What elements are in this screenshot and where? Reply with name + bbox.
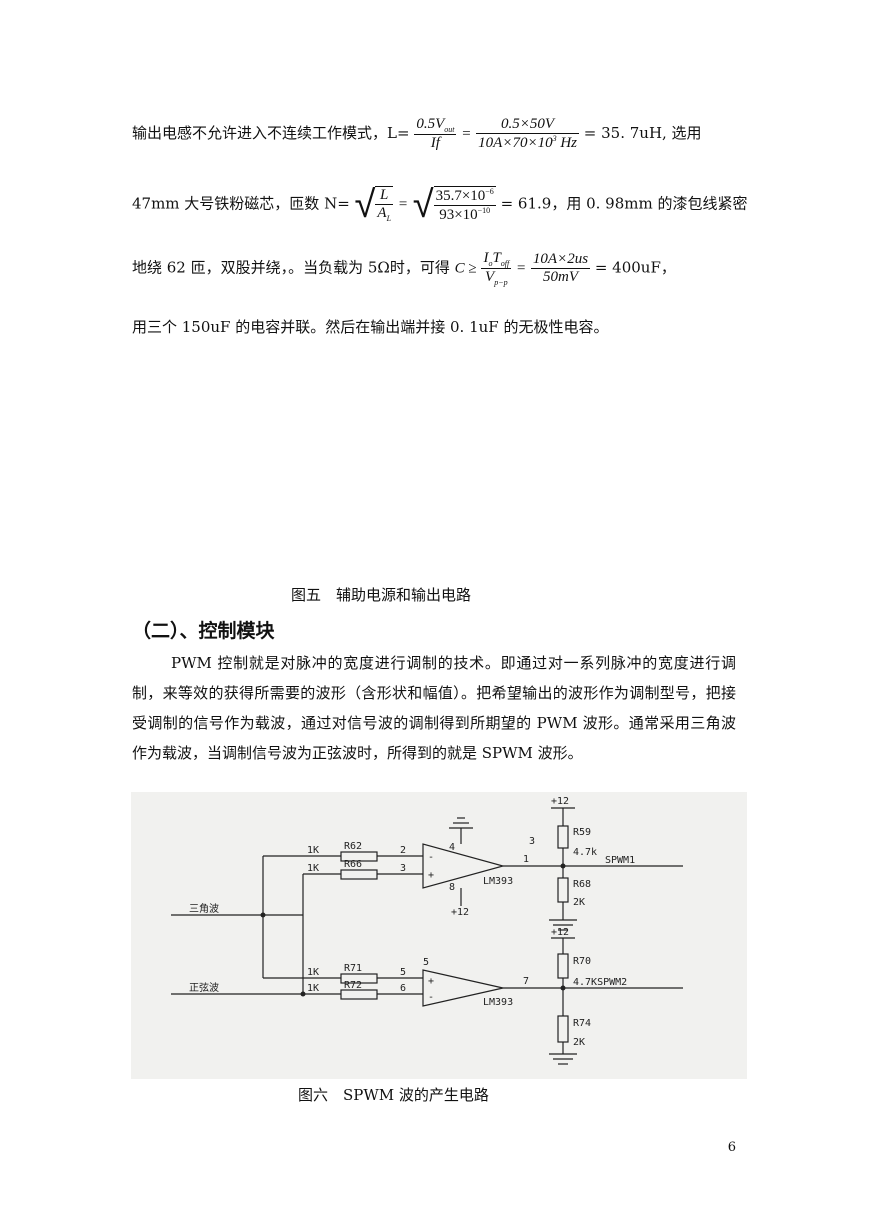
label-r59: R59 xyxy=(573,827,591,838)
line1-text: 输出电感不允许进入不连续工作模式，L= xyxy=(132,124,410,142)
fraction-l-2: 0.5×50V 10A×70×103 Hz xyxy=(476,116,579,151)
spwm-circuit-figure: 三角波 正弦波 1K 1K 1K 1K R62 R66 R71 R72 2 3 … xyxy=(131,792,747,1079)
fraction-c-1: IoToff Vp−p xyxy=(481,250,512,287)
equation-line-3: 地绕 62 匝，双股并绕，。当负载为 5Ω时，可得 C ≥ IoToff Vp−… xyxy=(132,250,676,287)
fraction-l-1: 0.5Vout If xyxy=(414,116,457,151)
line2-result: = 61.9，用 0. 98mm 的漆包线紧密 xyxy=(500,194,748,213)
pin-2: 2 xyxy=(400,845,406,856)
label-lm393-2: LM393 xyxy=(483,997,513,1008)
pin-8: 8 xyxy=(449,882,455,893)
label-1k-a: 1K xyxy=(307,845,319,856)
line1-result: = 35. 7uH, 选用 xyxy=(583,124,702,142)
label-r66: R66 xyxy=(344,859,362,870)
fraction-n-1: L AL xyxy=(375,186,394,223)
figure5-caption: 图五 辅助电源和输出电路 xyxy=(291,586,472,604)
pin-3b: 3 xyxy=(529,836,535,847)
label-r59-value: 4.7k xyxy=(573,847,597,858)
vcc-mid: +12 xyxy=(551,927,569,938)
label-triangle-wave: 三角波 xyxy=(189,902,219,915)
figure6-caption: 图六 SPWM 波的产生电路 xyxy=(298,1086,489,1104)
label-r68: R68 xyxy=(573,879,591,890)
comp1-plus: + xyxy=(428,870,434,881)
pin-7: 7 xyxy=(523,976,529,987)
label-1k-d: 1K xyxy=(307,983,319,994)
line3-result: = 400uF， xyxy=(594,258,676,277)
label-1k-c: 1K xyxy=(307,967,319,978)
body-paragraph: PWM 控制就是对脉冲的宽度进行调制的技术。即通过对一系列脉冲的宽度进行调制，来… xyxy=(132,654,736,762)
pin-4: 4 xyxy=(449,842,455,853)
label-r72: R72 xyxy=(344,980,362,991)
pin-5: 5 xyxy=(400,967,406,978)
pin-3: 3 xyxy=(400,863,406,874)
label-sine-wave: 正弦波 xyxy=(189,981,219,994)
pin-6: 6 xyxy=(400,983,406,994)
equation-line-1: 输出电感不允许进入不连续工作模式，L= 0.5Vout If = 0.5×50V… xyxy=(132,116,702,151)
label-1k-b: 1K xyxy=(307,863,319,874)
label-r71: R71 xyxy=(344,963,362,974)
label-spwm1: SPWM1 xyxy=(605,855,635,866)
label-r68-value: 2K xyxy=(573,897,585,908)
page-number: 6 xyxy=(727,1140,736,1155)
comp2-plus: + xyxy=(428,976,434,987)
label-r70-value-spwm2: 4.7KSPWM2 xyxy=(573,977,627,988)
comp2-minus: - xyxy=(428,992,434,1003)
equation-line-2: 47mm 大号铁粉磁芯，匝数 N= √ L AL = √ 35.7×10−6 9… xyxy=(132,182,748,226)
label-lm393-1: LM393 xyxy=(483,876,513,887)
fraction-n-2: 35.7×10−6 93×10−10 xyxy=(433,185,496,223)
vcc-top: +12 xyxy=(551,796,569,807)
text-line-4: 用三个 150uF 的电容并联。然后在输出端并接 0. 1uF 的无极性电容。 xyxy=(132,318,609,336)
label-r62: R62 xyxy=(344,841,362,852)
label-r70: R70 xyxy=(573,956,591,967)
section-heading: （二）、控制模块 xyxy=(132,620,275,642)
pin-1: 1 xyxy=(523,854,529,865)
line2-text: 47mm 大号铁粉磁芯，匝数 N= xyxy=(132,194,350,213)
label-r74: R74 xyxy=(573,1018,591,1029)
line3-text: 地绕 62 匝，双股并绕，。当负载为 5Ω时，可得 xyxy=(132,258,450,277)
label-r74-value: 2K xyxy=(573,1037,585,1048)
circuit-diagram: 三角波 正弦波 1K 1K 1K 1K R62 R66 R71 R72 2 3 … xyxy=(171,796,683,1065)
fraction-c-2: 10A×2us 50mV xyxy=(530,251,591,285)
vcc-comp1: +12 xyxy=(451,907,469,918)
pin-5b: 5 xyxy=(423,957,429,968)
comp1-minus: - xyxy=(428,852,434,863)
